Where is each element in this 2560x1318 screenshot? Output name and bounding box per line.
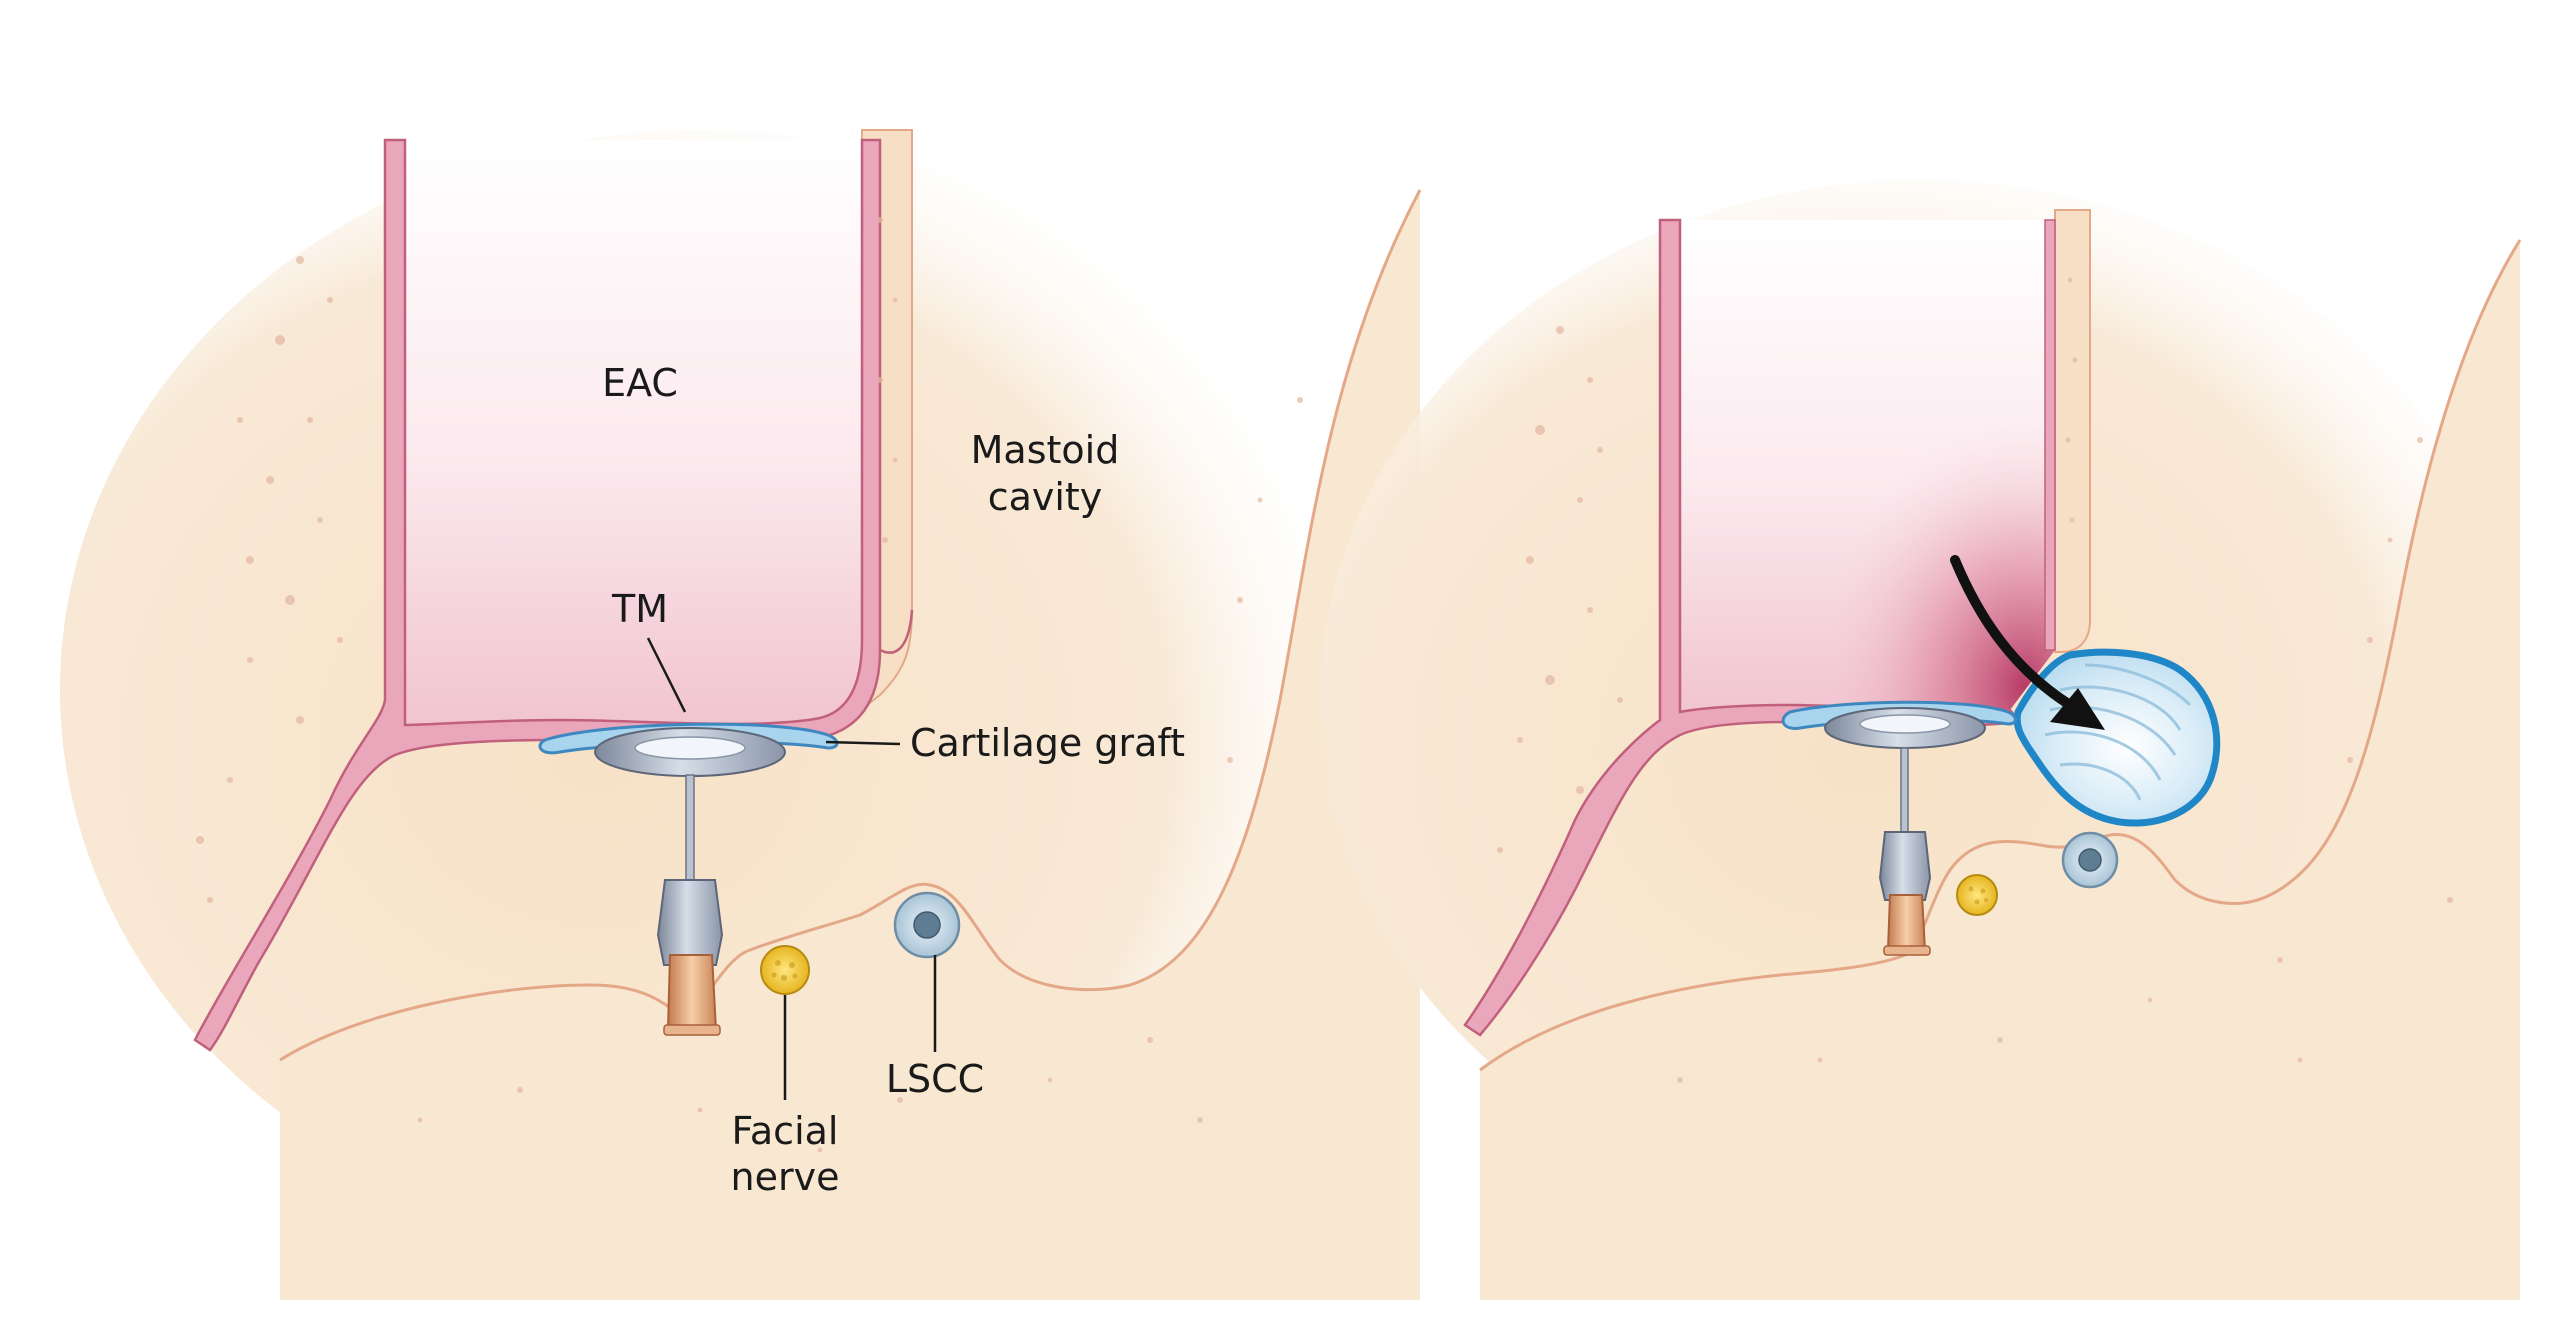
right-panel [1320,180,2522,1300]
left-facial-nerve [760,945,810,995]
left-stapes [666,954,718,1031]
left-eac-lumen [400,140,862,725]
right-canal-wall [2054,209,2091,653]
right-facial-nerve [1956,874,1998,916]
left-skin-edge [879,609,914,654]
label-facial-line1: Facial [732,1109,839,1153]
right-bone-floor [1480,240,2520,1300]
label-cartilage-graft: Cartilage graft [910,721,1185,765]
right-bone-stipple [1497,277,2453,1083]
left-prosthesis-shaft [685,774,695,881]
right-canal-skin [2044,219,2056,651]
label-mastoid-line1: Mastoid [971,428,1120,472]
right-cholesteatoma-sac [2013,648,2221,827]
right-cavity-outline [1479,239,2522,1072]
left-panel: EAC Mastoid cavity TM Cartilage graft LS… [60,129,1422,1300]
leader-tm [646,637,687,713]
label-mastoid-line2: cavity [988,475,1103,519]
right-stapes [1886,894,1927,951]
curved-arrow-icon [2050,688,2105,730]
leader-cartilage-graft [825,740,901,746]
label-facial-line2: nerve [731,1155,840,1199]
right-eac-retraction-shading [1675,220,2055,712]
right-prosthesis-shaft [1900,747,1909,834]
left-bone-floor [280,190,1420,1300]
label-lscc: LSCC [886,1057,984,1101]
left-bone-stipple [196,217,1303,1153]
right-cholesteatoma-swirls [2044,663,2192,801]
left-cavity-outline [279,189,1422,1062]
right-prosthesis-cup [1878,831,1932,901]
left-prosthesis-cup [656,879,724,966]
right-retraction-arrow [1950,555,2075,710]
label-tm: TM [611,587,668,631]
label-eac: EAC [602,361,678,405]
